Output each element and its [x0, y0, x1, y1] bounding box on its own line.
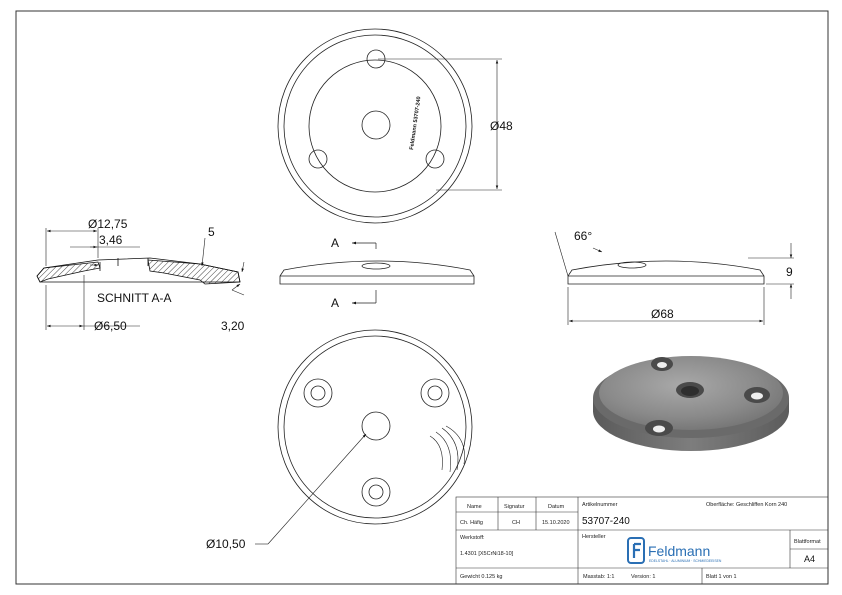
- version-value: Version: 1: [631, 574, 655, 580]
- dim-3-46-label: 3,46: [99, 233, 123, 247]
- bottom-hole-right-inner: [427, 385, 443, 401]
- sheet-number: Blatt 1 von 1: [706, 574, 737, 580]
- bottom-hole-left-outer: [303, 378, 333, 408]
- dimension-diameter-48: [378, 58, 502, 191]
- bottom-view: [277, 329, 473, 525]
- isometric-render: [593, 356, 789, 451]
- scale-value: Masstab: 1:1: [583, 574, 615, 580]
- dim-9-label: 9: [786, 265, 793, 279]
- section-marker-bottom: A: [331, 296, 339, 310]
- material-value: 1.4301 [X5CrNi18-10]: [460, 551, 514, 557]
- dim-6-50-label: 6,50: [103, 319, 127, 333]
- title-block: [455, 496, 829, 585]
- diameter-symbol: Ø: [490, 119, 499, 133]
- bottom-hole-left-inner: [310, 385, 326, 401]
- side-dimensions: [554, 231, 794, 325]
- sheet-format-value: A4: [804, 554, 815, 564]
- title-date: 15.10.2020: [542, 520, 570, 526]
- mount-hole-right: [425, 149, 445, 169]
- manufacturer-label: Hersteller: [582, 534, 606, 540]
- dim-68-label: 68: [660, 307, 674, 321]
- center-hole: [361, 110, 391, 140]
- bottom-hole-bottom-inner: [368, 484, 384, 500]
- dim-5-label: 5: [208, 225, 215, 239]
- diameter-symbol: Ø: [206, 537, 215, 551]
- side-view: [567, 260, 765, 285]
- section-title: SCHNITT A-A: [97, 291, 171, 305]
- title-col-signature: Signatur: [504, 504, 525, 510]
- weld-mark: [429, 425, 465, 473]
- bottom-hole-bottom-outer: [361, 477, 391, 507]
- dim-10-50-label: 10,50: [215, 537, 245, 551]
- dimension-diameter-10-50: [255, 433, 367, 545]
- title-name: Ch. Häfig: [460, 520, 483, 526]
- mount-hole-left: [308, 149, 328, 169]
- weight-value: Gewicht 0.125 kg: [460, 574, 503, 580]
- section-marker-top: A: [331, 236, 339, 250]
- surface-label: Oberfläche:: [706, 502, 735, 508]
- material-label: Werkstoff:: [460, 535, 485, 541]
- title-col-name: Name: [467, 504, 482, 510]
- bottom-view-inner-circle: [283, 335, 467, 519]
- dim-48-label: 48: [499, 119, 513, 133]
- bottom-hole-right-outer: [420, 378, 450, 408]
- section-profile: [36, 257, 241, 283]
- sheet-format-label: Blattformat: [794, 539, 821, 545]
- svg-text:Oberfläche: Geschliffen Korn 2: Oberfläche: Geschliffen Korn 240: [706, 502, 787, 508]
- section-cut-markers: [352, 241, 377, 305]
- diameter-symbol: Ø: [94, 319, 103, 333]
- section-view: [36, 257, 241, 285]
- logo-tagline: EDELSTAHL · ALUMINIUM · SCHMIEDEEISEN: [649, 559, 722, 563]
- top-view-bolt-circle: [308, 59, 442, 193]
- svg-text:Ø6,50: Ø6,50: [94, 319, 127, 333]
- svg-text:Ø10,50: Ø10,50: [206, 537, 246, 551]
- bottom-view-outer-circle: [277, 329, 473, 525]
- sheet-border: [15, 10, 829, 585]
- svg-text:Ø12,75: Ø12,75: [88, 217, 128, 231]
- article-label: Artikelnummer: [582, 502, 618, 508]
- dim-66-label: 66°: [574, 229, 592, 243]
- section-dimensions: [45, 228, 245, 330]
- front-view: [279, 260, 475, 285]
- title-col-date: Datum: [548, 504, 565, 510]
- svg-text:Ø48: Ø48: [490, 119, 513, 133]
- bottom-center-hole: [361, 411, 391, 441]
- dim-12-75-label: 12,75: [97, 217, 127, 231]
- svg-text:Ø68: Ø68: [651, 307, 674, 321]
- top-view-bevel-circle: [283, 34, 467, 218]
- diameter-symbol: Ø: [651, 307, 660, 321]
- logo-wordmark: Feldmann: [648, 543, 710, 559]
- surface-value: Geschliffen Korn 240: [736, 502, 787, 508]
- feldmann-logo: Feldmann EDELSTAHL · ALUMINIUM · SCHMIED…: [627, 537, 722, 564]
- diameter-symbol: Ø: [88, 217, 97, 231]
- title-signature: CH: [512, 520, 520, 526]
- article-number: 53707-240: [582, 516, 630, 527]
- engraved-text: Feldmann 53707-240: [409, 96, 422, 150]
- side-view-hole: [617, 261, 647, 269]
- top-view: [277, 28, 473, 224]
- dim-3-20-label: 3,20: [221, 319, 245, 333]
- top-view-outer-circle: [277, 28, 473, 224]
- front-view-hole: [361, 262, 391, 270]
